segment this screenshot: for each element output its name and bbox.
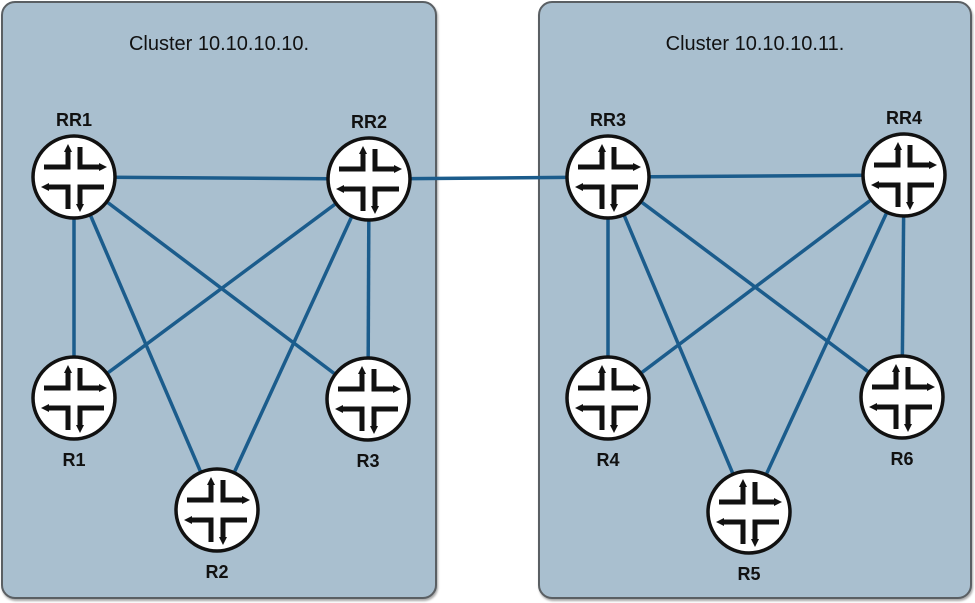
link-rr1-rr2 xyxy=(73,175,370,181)
router-icon xyxy=(31,134,117,220)
router-rr3[interactable]: RR3 xyxy=(565,110,651,220)
link-rr2-r1 xyxy=(72,177,371,400)
router-icon xyxy=(565,355,651,441)
router-icon xyxy=(326,136,412,222)
router-r3[interactable]: R3 xyxy=(325,356,411,471)
link-rr4-r5 xyxy=(747,174,906,513)
router-label: RR4 xyxy=(886,108,922,128)
router-rr4[interactable]: RR4 xyxy=(861,108,947,218)
router-icon xyxy=(565,134,651,220)
router-label: R1 xyxy=(62,450,85,470)
router-r2[interactable]: R2 xyxy=(174,467,260,582)
link-rr3-rr4 xyxy=(607,173,905,179)
router-r4[interactable]: R4 xyxy=(565,355,651,470)
router-rr2[interactable]: RR2 xyxy=(326,112,412,222)
router-r1[interactable]: R1 xyxy=(31,355,117,470)
router-label: R2 xyxy=(205,562,228,582)
router-label: RR3 xyxy=(590,110,626,130)
cluster-title: Cluster 10.10.10.11. xyxy=(665,33,845,55)
link-rr2-r2 xyxy=(215,178,371,511)
router-icon xyxy=(31,355,117,441)
links-layer xyxy=(72,173,906,513)
router-label: R5 xyxy=(737,564,760,584)
router-label: RR1 xyxy=(56,110,92,130)
router-icon xyxy=(325,356,411,442)
router-icon xyxy=(174,467,260,553)
router-label: RR2 xyxy=(351,112,387,132)
router-label: R4 xyxy=(596,450,619,470)
link-rr4-r4 xyxy=(606,173,906,400)
router-rr1[interactable]: RR1 xyxy=(31,110,117,220)
router-r5[interactable]: R5 xyxy=(706,469,792,584)
cluster-title: Cluster 10.10.10.10. xyxy=(128,33,310,55)
router-label: R3 xyxy=(356,451,379,471)
router-icon xyxy=(861,132,947,218)
router-icon xyxy=(706,469,792,555)
router-r6[interactable]: R6 xyxy=(859,354,945,469)
router-icon xyxy=(859,354,945,440)
router-label: R6 xyxy=(890,449,913,469)
